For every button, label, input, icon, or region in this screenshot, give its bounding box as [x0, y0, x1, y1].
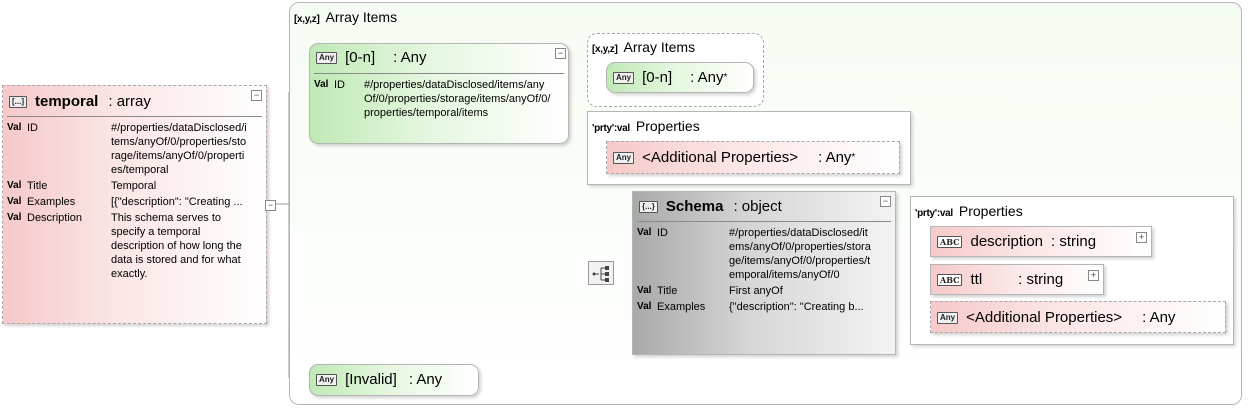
item-type: : Any — [818, 149, 852, 166]
property-type: : Any — [1142, 309, 1176, 326]
additional-properties-item[interactable]: Any <Additional Properties> : Any* — [606, 141, 900, 174]
element-name: Schema — [665, 198, 724, 215]
item-name: [0-n] — [642, 69, 673, 86]
item-type: : Any — [690, 69, 724, 86]
sequence-icon — [592, 266, 609, 282]
any-icon: Any — [316, 373, 338, 386]
item-name: [Invalid] — [345, 371, 397, 388]
nested-array-items-title: [x,y,z]Array Items — [592, 39, 696, 55]
sequence-compositor-icon[interactable] — [588, 261, 614, 285]
temporal-header: [...] temporal : array — [9, 93, 151, 110]
string-icon: ABC — [937, 273, 963, 286]
element-type: : object — [733, 198, 782, 215]
expand-toggle[interactable]: + — [1136, 232, 1147, 243]
property-ttl[interactable]: ABC ttl : string + — [930, 264, 1104, 295]
item-name: <Additional Properties> — [642, 149, 799, 166]
array-items-group-title: [x,y,z]Array Items — [294, 9, 398, 25]
item-name: [0-n] — [345, 49, 376, 66]
string-icon: ABC — [937, 235, 963, 248]
invalid-item[interactable]: Any [Invalid] : Any — [309, 364, 479, 396]
array-icon: [x,y,z] — [592, 44, 618, 55]
array-icon: [...] — [9, 95, 27, 108]
multiplicity-star: * — [851, 152, 856, 163]
any-icon: Any — [613, 71, 635, 84]
collapse-toggle[interactable]: − — [251, 90, 262, 101]
element-type: : array — [108, 93, 151, 110]
any-icon: Any — [937, 311, 959, 324]
property-name: ttl — [970, 271, 983, 288]
property-name: <Additional Properties> — [966, 309, 1123, 326]
item-type: : Any — [393, 49, 427, 66]
multiplicity-star: * — [723, 72, 728, 83]
element-name: temporal — [35, 93, 99, 110]
header-separator — [637, 221, 891, 222]
collapse-toggle[interactable]: − — [555, 48, 566, 59]
property-additional-properties[interactable]: Any <Additional Properties> : Any — [930, 301, 1226, 333]
properties-icon: 'prty':val — [592, 123, 630, 134]
connector-toggle[interactable]: − — [265, 200, 276, 211]
array-item-header: Any [0-n] : Any — [316, 49, 427, 66]
object-icon: {...} — [639, 200, 658, 213]
property-name: description — [970, 233, 1044, 250]
array-icon: [x,y,z] — [294, 14, 320, 25]
nested-item-any[interactable]: Any [0-n] : Any* — [606, 62, 754, 93]
item-type: : Any — [408, 371, 443, 388]
expand-toggle[interactable]: + — [1088, 270, 1099, 281]
any-icon: Any — [613, 151, 635, 164]
property-type: : string — [1051, 233, 1097, 250]
any-icon: Any — [316, 51, 338, 64]
property-type: : string — [1018, 271, 1064, 288]
header-separator — [7, 116, 262, 117]
properties-icon: 'prty':val — [915, 208, 953, 219]
collapse-toggle[interactable]: − — [880, 196, 891, 207]
header-separator — [314, 73, 564, 74]
property-description[interactable]: ABC description : string + — [930, 226, 1152, 257]
